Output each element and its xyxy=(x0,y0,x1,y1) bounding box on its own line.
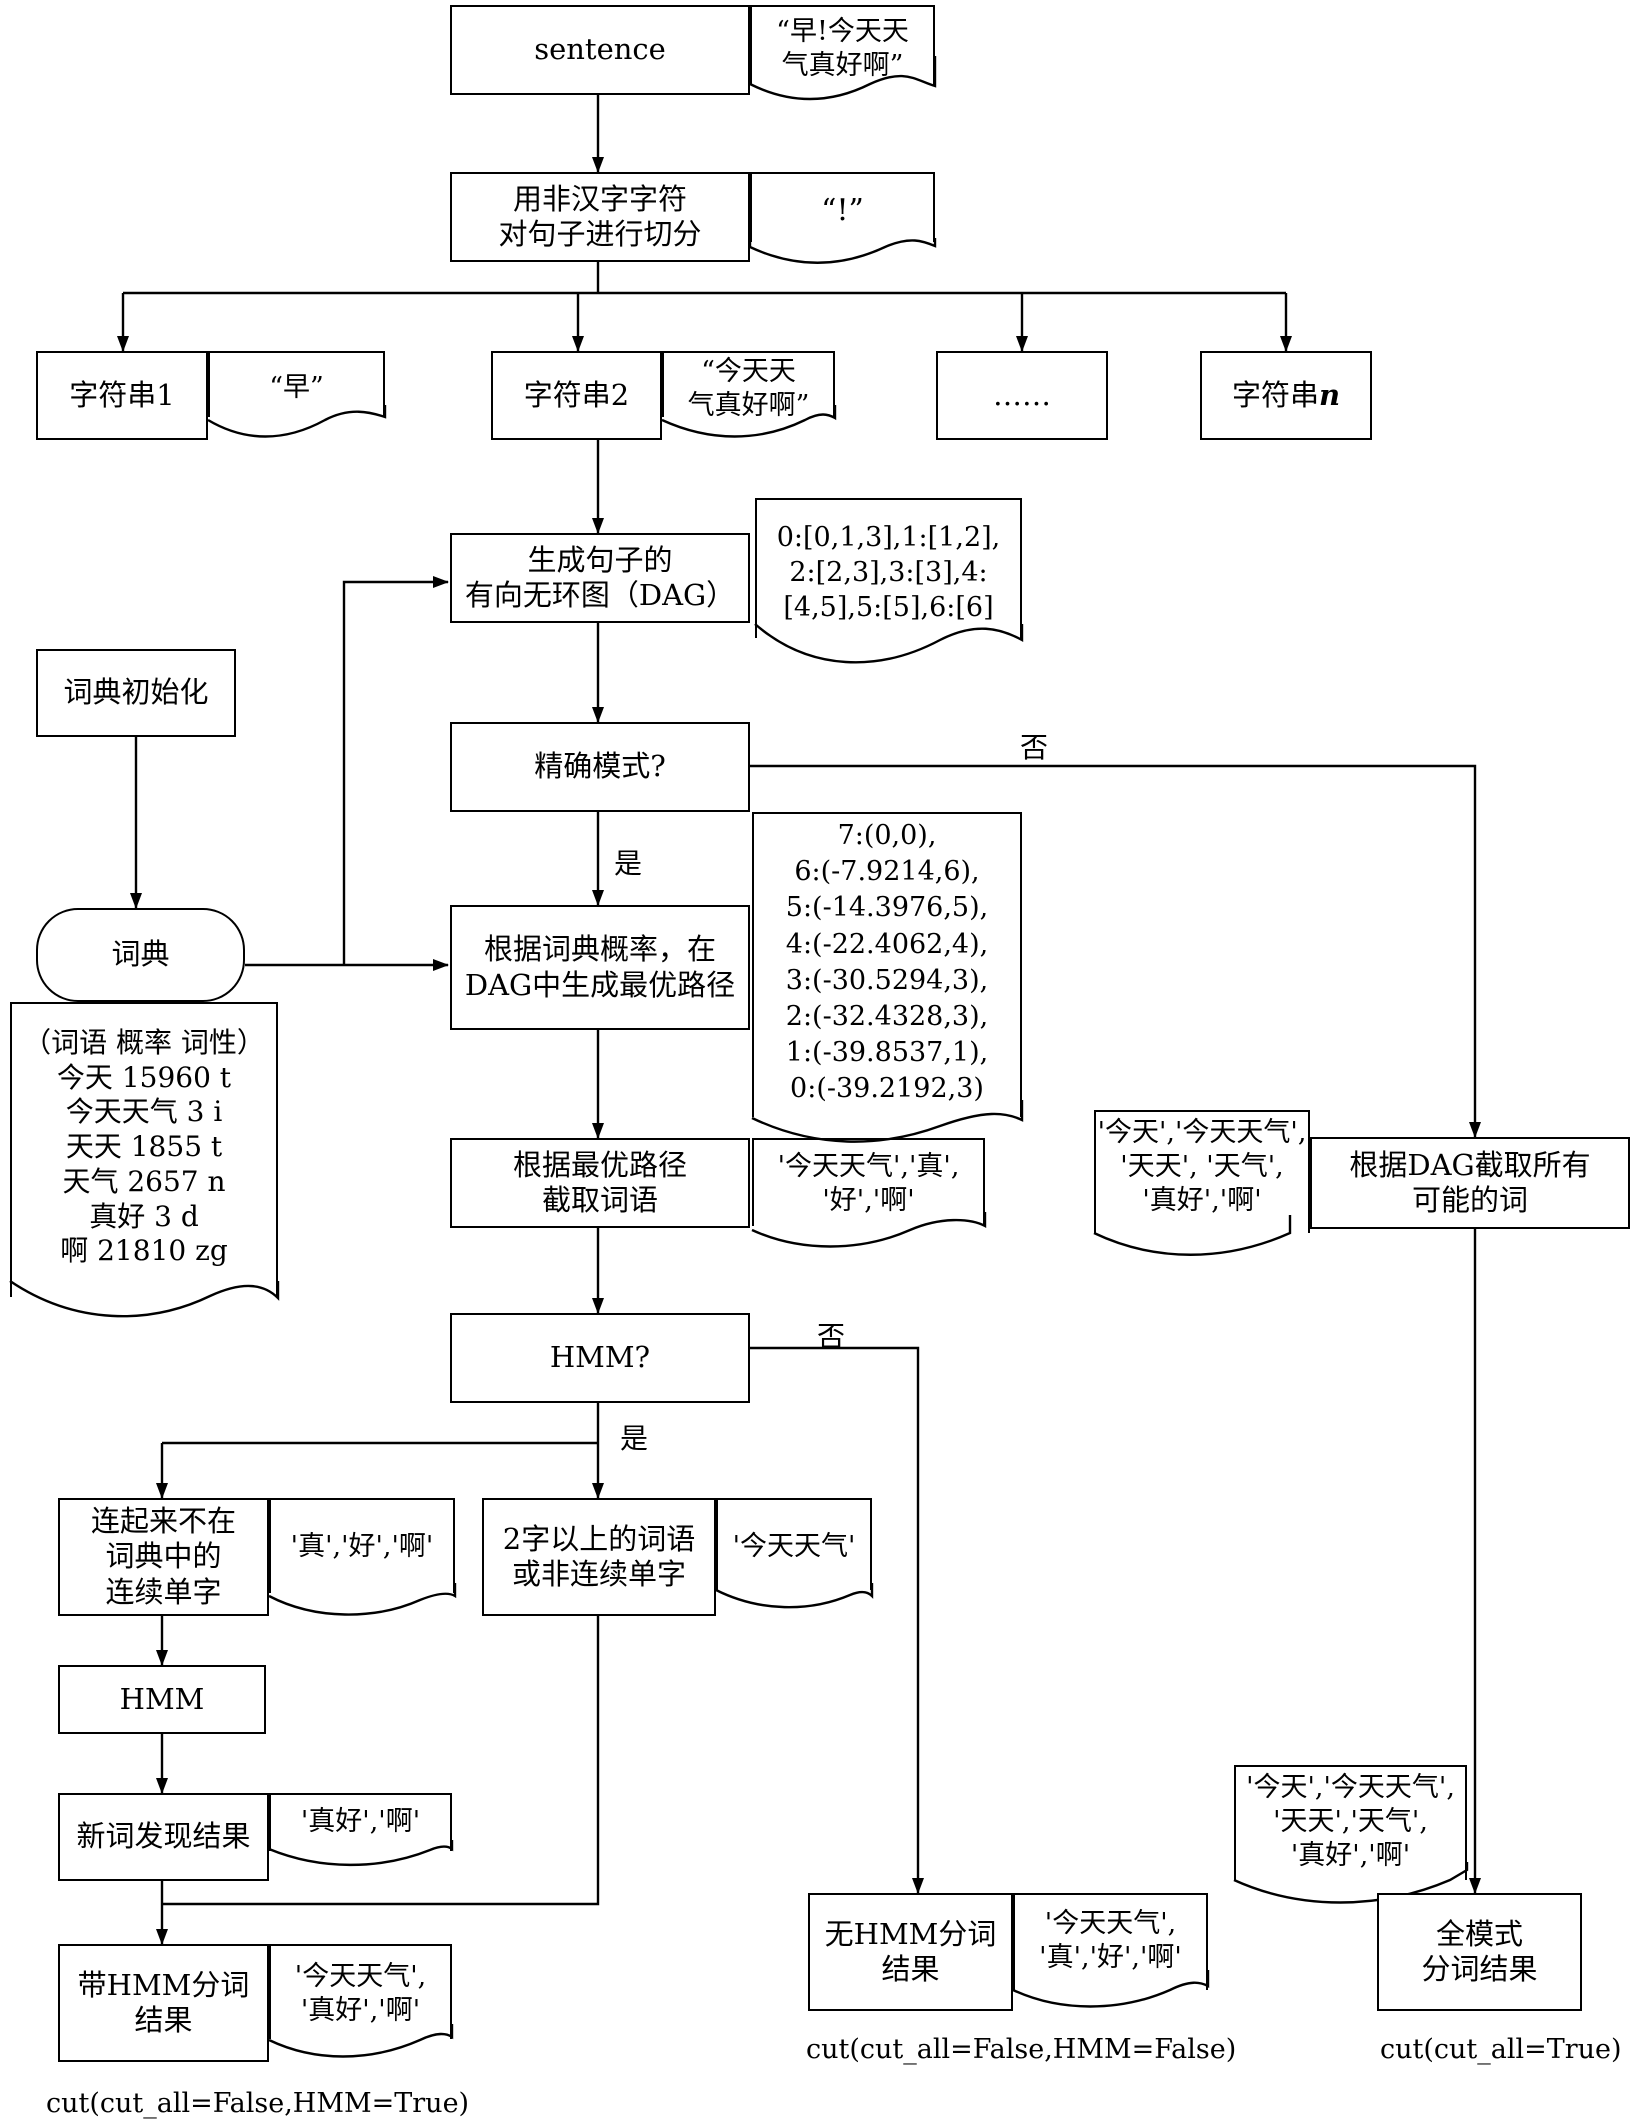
consecutive-chars-box: 连起来不在 词典中的 连续单字 xyxy=(58,1498,269,1616)
string1-box: 字符串1 xyxy=(36,351,208,440)
note-dag-wave xyxy=(754,623,1024,664)
note-cut-wave xyxy=(751,1212,987,1248)
with-hmm-result-box: 带HMM分词 结果 xyxy=(58,1944,269,2062)
cut-words-box: 根据最优路径 截取词语 xyxy=(450,1138,750,1228)
note-sentence-wave xyxy=(748,56,937,101)
note-string2: “今天天 气真好啊” xyxy=(662,351,835,421)
code-full-mode: cut(cut_all=True) xyxy=(1380,2034,1622,2065)
code-no-hmm: cut(cut_all=False,HMM=False) xyxy=(806,2034,1237,2065)
note-dagall-wave xyxy=(1093,1215,1292,1256)
dag-all-words-box: 根据DAG截取所有 可能的词 xyxy=(1310,1137,1630,1229)
arrow-exact-no-to-dagall xyxy=(750,764,1481,1138)
exact-mode-decision: 精确模式? xyxy=(450,722,750,812)
hmm-decision: HMM? xyxy=(450,1313,750,1403)
ellipsis-box: …… xyxy=(936,351,1108,440)
split-box: 用非汉字字符 对句子进行切分 xyxy=(450,172,750,262)
label-hmm-yes: 是 xyxy=(620,1422,649,1455)
note-sentence: “早!今天天 气真好啊” xyxy=(750,5,935,85)
note-route-wave xyxy=(751,1100,1024,1143)
note-dict-wave xyxy=(9,1280,280,1318)
arrow-hmm-no-to-nohmm xyxy=(750,1346,924,1894)
note-split: “!” xyxy=(750,172,935,242)
arrow-dict-to-dag xyxy=(342,576,449,965)
multi-char-words-box: 2字以上的词语 或非连续单字 xyxy=(482,1498,716,1616)
note-full-mode: '今天','今天天气', '天天','天气', '真好','啊' xyxy=(1234,1765,1467,1880)
dag-box: 生成句子的 有向无环图（DAG） xyxy=(450,533,750,623)
note-new-words: '真好','啊' xyxy=(269,1793,452,1851)
string-n-variable: n xyxy=(1318,377,1341,412)
note-string1: “早” xyxy=(208,351,385,417)
note-with-hmm: '今天天气', '真好','啊' xyxy=(269,1944,452,2039)
note-consecutive: '真','好','啊' xyxy=(269,1498,455,1593)
dictionary-box: 词典 xyxy=(36,908,245,1002)
new-words-box: 新词发现结果 xyxy=(58,1793,269,1881)
note-withhmm-wave xyxy=(268,2024,454,2058)
no-hmm-result-box: 无HMM分词 结果 xyxy=(808,1893,1013,2011)
label-exact-yes: 是 xyxy=(614,847,643,880)
note-split-wave xyxy=(748,238,937,264)
string-n-prefix: 字符串 xyxy=(1231,377,1319,412)
label-exact-no: 否 xyxy=(1020,731,1049,764)
dict-init-box: 词典初始化 xyxy=(36,649,236,737)
note-consec-wave xyxy=(268,1583,457,1616)
line-multichar-to-withhmm xyxy=(162,1616,600,1906)
hmm-box: HMM xyxy=(58,1665,266,1734)
note-newwords-wave xyxy=(268,1840,454,1867)
note-str1-wave xyxy=(207,405,387,438)
note-no-hmm: '今天天气', '真','好','啊' xyxy=(1013,1893,1208,1990)
note-multichar-wave xyxy=(715,1583,874,1609)
sentence-box: sentence xyxy=(450,5,750,95)
full-mode-result-box: 全模式 分词结果 xyxy=(1377,1893,1582,2011)
note-cut-words: '今天天气','真', '好','啊' xyxy=(752,1138,985,1226)
string2-box: 字符串2 xyxy=(491,351,662,440)
note-str2-wave xyxy=(661,405,837,438)
note-best-path: 7:(0,0), 6:(-7.9214,6), 5:(-14.3976,5), … xyxy=(752,812,1022,1117)
code-with-hmm: cut(cut_all=False,HMM=True) xyxy=(46,2088,470,2119)
note-full-wave xyxy=(1233,1862,1469,1904)
note-nohmm-wave xyxy=(1012,1970,1210,2008)
label-hmm-no: 否 xyxy=(817,1320,846,1353)
note-dictionary: （词语 概率 词性） 今天 15960 t 今天天气 3 i 天天 1855 t… xyxy=(10,1002,278,1297)
best-path-box: 根据词典概率，在 DAG中生成最优路径 xyxy=(450,905,750,1030)
note-multi-char: '今天天气' xyxy=(716,1498,872,1590)
note-dag-all-words: '今天','今天天气', '天天', '天气', '真好','啊' xyxy=(1094,1110,1310,1233)
note-dag: 0:[0,1,3],1:[1,2], 2:[2,3],3:[3],4: [4,5… xyxy=(755,498,1022,638)
